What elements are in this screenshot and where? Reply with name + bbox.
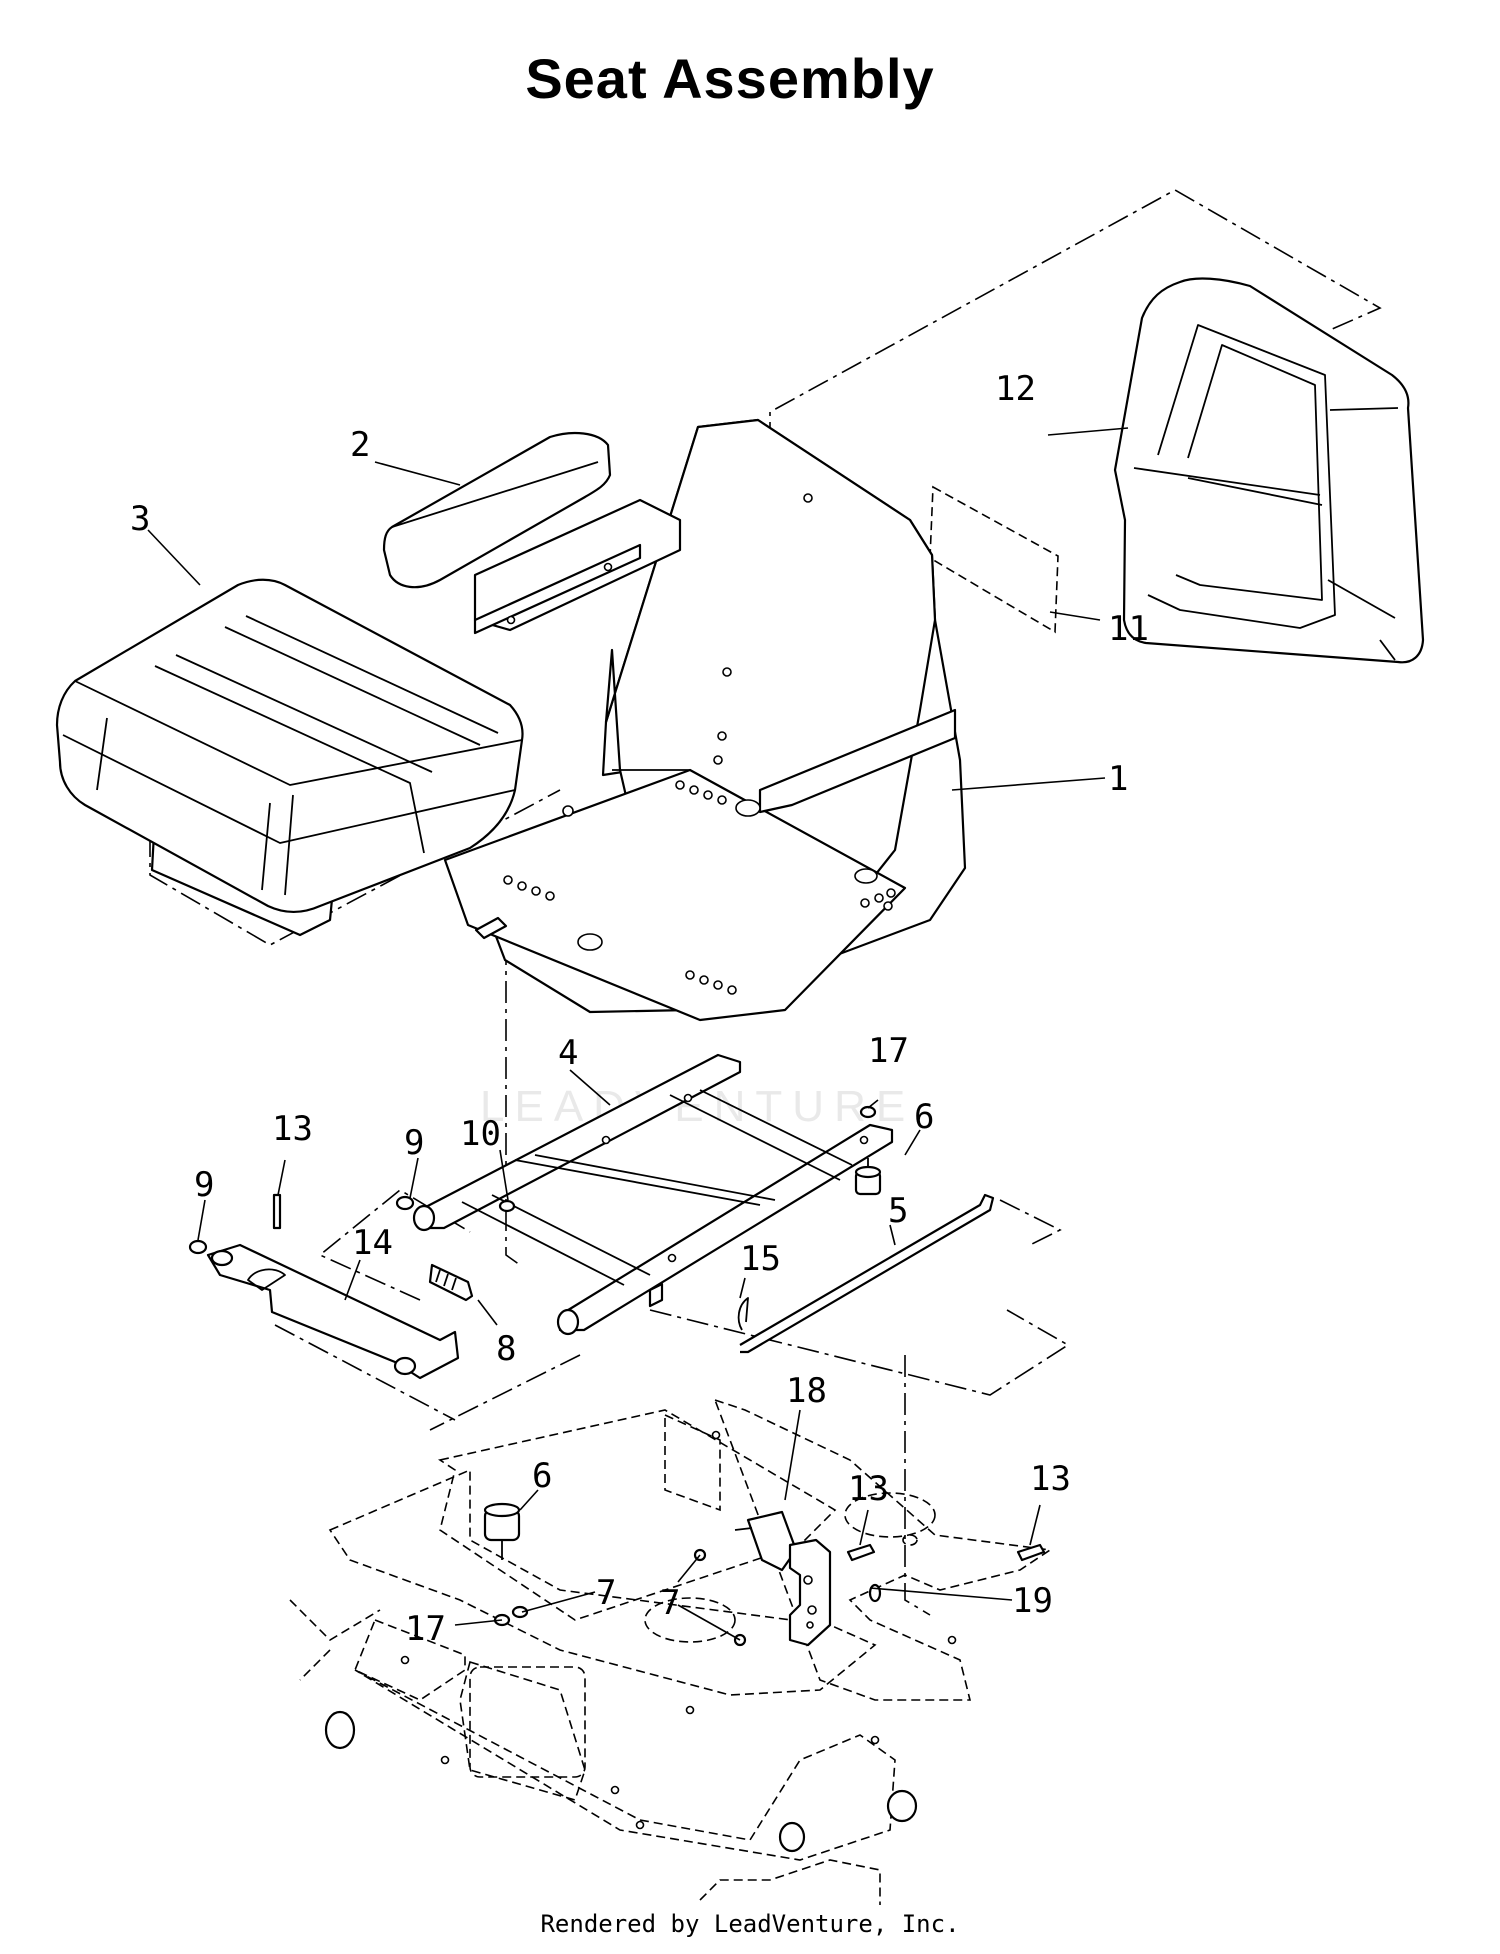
- callout-17b: 17: [405, 1609, 446, 1649]
- leader-lines: [147, 427, 1129, 1641]
- callout-19: 19: [1012, 1581, 1053, 1621]
- callout-7b: 7: [660, 1583, 680, 1623]
- back-cushion[interactable]: [1113, 277, 1425, 664]
- page-title: Seat Assembly: [525, 47, 935, 110]
- callout-labels: 1 2 3 4 5 6 6 7 7 8 9 9 10 11 12 13 13 1…: [130, 369, 1149, 1649]
- callout-9b: 9: [404, 1123, 424, 1163]
- callout-15: 15: [740, 1239, 781, 1279]
- callout-2: 2: [350, 425, 370, 465]
- callout-13a: 13: [272, 1109, 313, 1149]
- rod[interactable]: [739, 1193, 995, 1354]
- callout-6b: 6: [532, 1456, 552, 1496]
- latch[interactable]: [734, 1510, 798, 1572]
- callout-3: 3: [130, 499, 150, 539]
- callout-8: 8: [496, 1329, 516, 1369]
- callout-13c: 13: [1030, 1459, 1071, 1499]
- bracket[interactable]: [206, 1243, 460, 1380]
- callout-5: 5: [888, 1191, 908, 1231]
- chassis-deck: [289, 1398, 1053, 1905]
- seat-frame[interactable]: [412, 1053, 894, 1336]
- callout-7a: 7: [596, 1573, 616, 1613]
- callout-17a: 17: [868, 1031, 909, 1071]
- callout-10: 10: [460, 1114, 501, 1154]
- callout-18: 18: [786, 1371, 827, 1411]
- callout-4: 4: [558, 1033, 578, 1073]
- armrest[interactable]: [382, 431, 682, 635]
- callout-13b: 13: [848, 1469, 889, 1509]
- seat-pan[interactable]: [443, 418, 967, 1022]
- label-decal[interactable]: [929, 485, 1059, 634]
- callout-6a: 6: [914, 1097, 934, 1137]
- callout-14: 14: [352, 1223, 393, 1263]
- callout-1: 1: [1108, 759, 1128, 799]
- callout-12: 12: [995, 369, 1036, 409]
- lower-bumper[interactable]: [483, 1502, 521, 1560]
- pin[interactable]: [737, 1297, 749, 1331]
- render-credit: Rendered by LeadVenture, Inc.: [540, 1910, 960, 1938]
- seat-cushion[interactable]: [55, 578, 524, 937]
- hinge-plate[interactable]: [788, 1538, 832, 1647]
- callout-9a: 9: [194, 1165, 214, 1205]
- bolt[interactable]: [428, 1263, 474, 1302]
- callout-11: 11: [1108, 609, 1149, 649]
- lower-hardware[interactable]: [493, 1543, 1046, 1647]
